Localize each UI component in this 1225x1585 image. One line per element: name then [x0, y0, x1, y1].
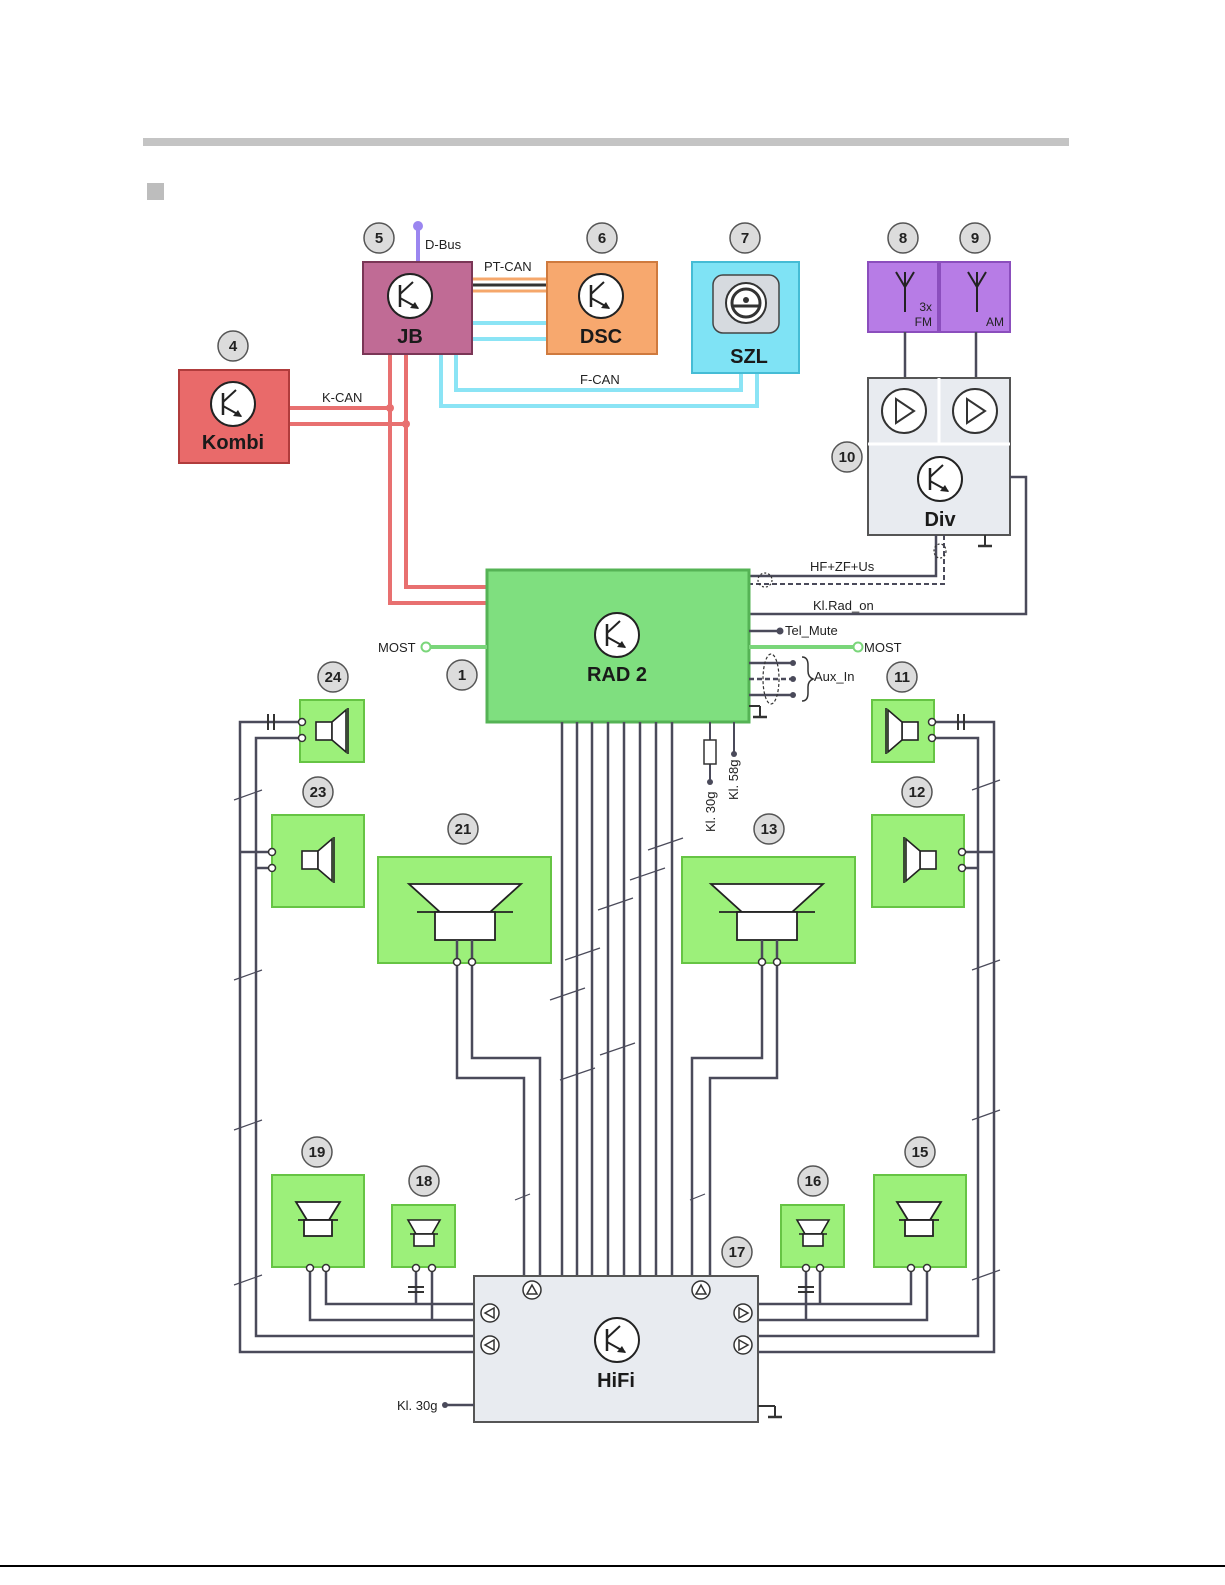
pt-can-lines	[472, 279, 547, 291]
callout-8: 8	[888, 223, 918, 253]
subwoofer-left	[378, 857, 551, 963]
d-bus-terminal	[413, 221, 423, 231]
svg-text:11: 11	[894, 669, 910, 686]
callout-21: 21	[448, 814, 478, 844]
aux-in-brace	[802, 657, 813, 701]
hf-label: HF+ZF+Us	[810, 559, 875, 574]
speaker-15	[874, 1175, 966, 1267]
dsc-label: DSC	[580, 326, 622, 348]
svg-text:6: 6	[598, 230, 606, 247]
callout-15: 15	[905, 1137, 935, 1167]
svg-text:18: 18	[416, 1173, 433, 1190]
callout-24: 24	[318, 662, 348, 692]
most-right-label: MOST	[864, 640, 902, 655]
speaker-11	[872, 700, 934, 762]
svg-text:9: 9	[971, 230, 979, 247]
svg-text:21: 21	[455, 821, 472, 838]
svg-text:8: 8	[899, 230, 907, 247]
diversity-module: Div	[868, 378, 1010, 535]
callout-10: 10	[832, 442, 862, 472]
fm-count-label: 3x	[919, 300, 932, 314]
callout-4: 4	[218, 331, 248, 361]
svg-text:15: 15	[912, 1144, 929, 1161]
svg-text:4: 4	[229, 338, 238, 355]
pt-can-label: PT-CAN	[484, 259, 532, 274]
svg-text:1: 1	[458, 667, 466, 684]
svg-text:7: 7	[741, 230, 749, 247]
dsc-module: DSC	[547, 262, 657, 354]
kombi-label: Kombi	[202, 432, 264, 454]
svg-text:10: 10	[839, 449, 856, 466]
callout-16: 16	[798, 1166, 828, 1196]
f-can-label: F-CAN	[580, 372, 620, 387]
output-arrow-icon	[734, 1304, 752, 1322]
amplifier-icon	[882, 389, 926, 433]
speaker-19	[272, 1175, 364, 1267]
output-arrow-icon	[481, 1304, 499, 1322]
svg-text:13: 13	[761, 821, 778, 838]
kl58g-label: Kl. 58g	[726, 760, 741, 800]
callout-18: 18	[409, 1166, 439, 1196]
output-arrow-icon	[734, 1336, 752, 1354]
rad2-label: RAD 2	[587, 664, 647, 686]
aux-in-label: Aux_In	[814, 669, 854, 684]
callout-17: 17	[722, 1237, 752, 1267]
section-bullet	[147, 183, 164, 200]
svg-text:5: 5	[375, 230, 383, 247]
fuse-icon	[704, 740, 716, 764]
svg-text:17: 17	[729, 1244, 746, 1261]
callout-13: 13	[754, 814, 784, 844]
speaker-12	[872, 815, 964, 907]
jb-label: JB	[397, 326, 423, 348]
callout-19: 19	[302, 1137, 332, 1167]
callout-23: 23	[303, 777, 333, 807]
callout-5: 5	[364, 223, 394, 253]
d-bus-label: D-Bus	[425, 237, 462, 252]
jb-module: JB	[363, 262, 472, 354]
speaker-23	[272, 815, 364, 907]
kombi-module: Kombi	[179, 370, 289, 463]
callout-6: 6	[587, 223, 617, 253]
szl-label: SZL	[730, 346, 768, 368]
callout-11: 11	[887, 662, 917, 692]
header-rule	[143, 138, 1069, 146]
hifi-label: HiFi	[597, 1370, 635, 1392]
tel-mute-label: Tel_Mute	[785, 623, 838, 638]
speaker-16	[781, 1205, 844, 1267]
szl-module: SZL	[692, 262, 799, 373]
k-can-junction	[402, 420, 410, 428]
rad-hifi-bus	[562, 722, 672, 1276]
subwoofer-right	[682, 857, 855, 963]
speaker-18	[392, 1205, 455, 1267]
input-arrow-icon	[692, 1281, 710, 1299]
fm-antenna: 3x FM	[868, 262, 938, 332]
am-antenna: AM	[940, 262, 1010, 332]
most-left-label: MOST	[378, 640, 416, 655]
rad-on-label: Kl.Rad_on	[813, 598, 874, 613]
output-arrow-icon	[481, 1336, 499, 1354]
svg-text:12: 12	[909, 784, 926, 801]
callout-9: 9	[960, 223, 990, 253]
svg-text:16: 16	[805, 1173, 822, 1190]
svg-text:19: 19	[309, 1144, 326, 1161]
kl30g-rad-label: Kl. 30g	[703, 792, 718, 832]
hifi-amplifier: HiFi	[474, 1276, 758, 1422]
amplifier-icon	[953, 389, 997, 433]
k-can-junction	[386, 404, 394, 412]
callout-12: 12	[902, 777, 932, 807]
callout-1: 1	[447, 660, 477, 690]
callout-7: 7	[730, 223, 760, 253]
speaker-24	[300, 700, 364, 762]
fm-label: FM	[915, 315, 932, 329]
kl30g-hifi-label: Kl. 30g	[397, 1398, 437, 1413]
svg-text:24: 24	[325, 669, 342, 686]
am-label: AM	[986, 315, 1004, 329]
input-arrow-icon	[523, 1281, 541, 1299]
k-can-label: K-CAN	[322, 390, 362, 405]
div-label: Div	[924, 509, 956, 531]
rad2-module: RAD 2	[487, 570, 749, 722]
svg-text:23: 23	[310, 784, 327, 801]
